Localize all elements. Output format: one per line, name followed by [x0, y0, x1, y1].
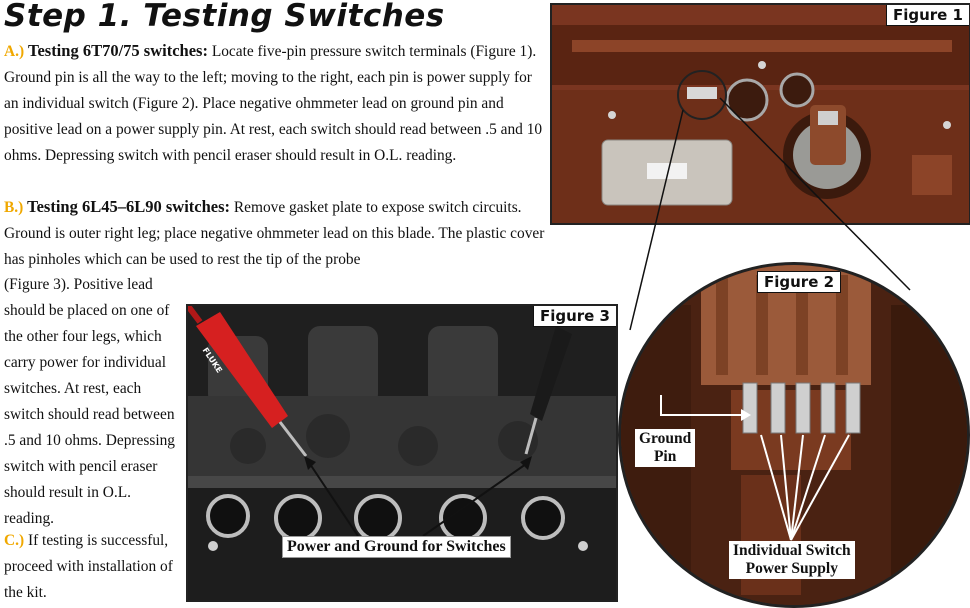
section-b-body: Remove gasket plate to expose switch cir… [4, 199, 545, 268]
section-a-heading: Testing 6T70/75 switches: [27, 41, 208, 60]
power-supply-line1: Individual Switch [733, 542, 851, 559]
section-b-label: B.) [4, 199, 24, 216]
figure-3-label: Figure 3 [532, 306, 616, 327]
section-b-paragraph: B.) Testing 6L45–6L90 switches: Remove g… [4, 194, 549, 273]
page-title: Step 1. Testing Switches [4, 0, 445, 34]
power-ground-callout: Power and Ground for Switches [282, 536, 511, 558]
figure-2-label: Figure 2 [757, 271, 842, 293]
figure-1-label: Figure 1 [885, 5, 969, 26]
ground-pin-callout: Ground Pin [635, 429, 696, 467]
figure-3-illustration [188, 306, 616, 600]
section-c-label: C.) [4, 532, 25, 549]
power-supply-line2: Power Supply [745, 560, 838, 577]
ground-pin-line1: Ground [639, 430, 692, 447]
figure-2-closeup: Figure 2 Ground Pin Individual Switch Po… [618, 262, 970, 608]
section-c-body: If testing is successful, proceed with i… [4, 532, 173, 601]
section-c-paragraph: C.) If testing is successful, proceed wi… [4, 528, 184, 606]
section-a-label: A.) [4, 43, 25, 60]
figure-1-photo: Figure 1 [550, 3, 970, 225]
section-b-continued: (Figure 3). Positive lead should be plac… [4, 276, 175, 527]
ground-pin-line2: Pin [653, 448, 677, 465]
section-a-body: Locate five-pin pressure switch terminal… [4, 43, 543, 164]
figure-3-photo: FLUKE Figure 3 Power and Ground for Swit… [186, 304, 618, 602]
power-supply-callout: Individual Switch Power Supply [729, 541, 855, 579]
figure-1-illustration [552, 5, 969, 223]
section-a-paragraph: A.) Testing 6T70/75 switches: Locate fiv… [4, 38, 549, 169]
section-b-heading: Testing 6L45–6L90 switches: [27, 197, 231, 216]
